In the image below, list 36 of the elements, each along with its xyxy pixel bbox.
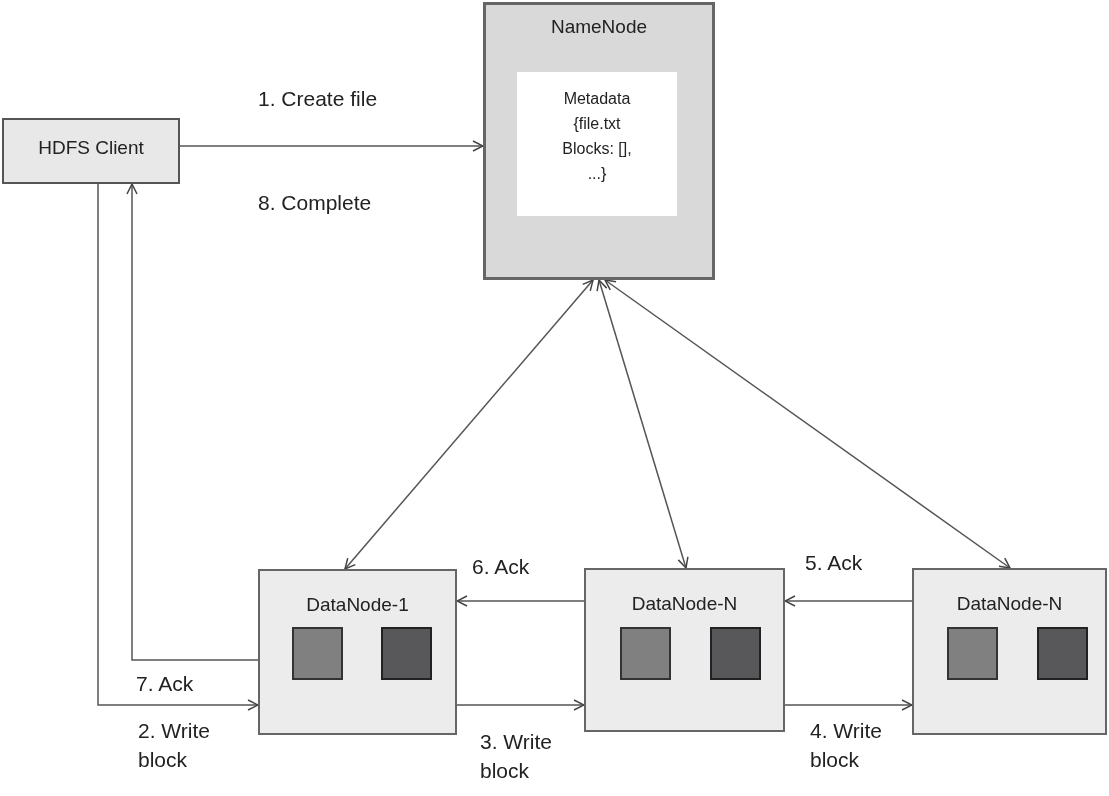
edge-label: 1. Create file (258, 86, 379, 112)
arrow (596, 279, 689, 569)
edge-label: 4. Write block (810, 718, 883, 774)
node-title: HDFS Client (37, 136, 145, 160)
datanode-box (584, 568, 785, 732)
datanode-box (912, 568, 1107, 735)
edge-label: 6. Ack (472, 554, 531, 580)
client-box (2, 118, 180, 184)
block-square (620, 627, 671, 680)
arrow (344, 279, 594, 570)
edge-label: 2. Write block (138, 718, 211, 774)
arrow (179, 140, 484, 152)
arrow (97, 183, 259, 711)
node-title: NameNode (549, 15, 649, 39)
block-square (292, 627, 343, 680)
node-title: DataNode-N (630, 592, 739, 616)
node-title: DataNode-1 (305, 593, 410, 617)
arrow (784, 699, 913, 711)
block-square (947, 627, 998, 680)
edge-label: 5. Ack (805, 550, 864, 576)
block-square (381, 627, 432, 680)
block-square (1037, 627, 1088, 680)
arrow (784, 595, 913, 607)
arrow (456, 699, 585, 711)
metadata-text: Metadata {file.txt Blocks: [], ...} (561, 89, 633, 184)
node-title: DataNode-N (955, 592, 1064, 616)
namenode-box (483, 2, 715, 280)
edge-label: 3. Write block (480, 729, 553, 785)
datanode-box (258, 569, 457, 735)
block-square (710, 627, 761, 680)
arrow (456, 595, 585, 607)
arrow (126, 183, 259, 661)
arrow (604, 279, 1011, 569)
edge-label: 7. Ack (136, 671, 195, 697)
metadata-panel (517, 72, 677, 216)
step-label: 8. Complete (258, 190, 372, 216)
